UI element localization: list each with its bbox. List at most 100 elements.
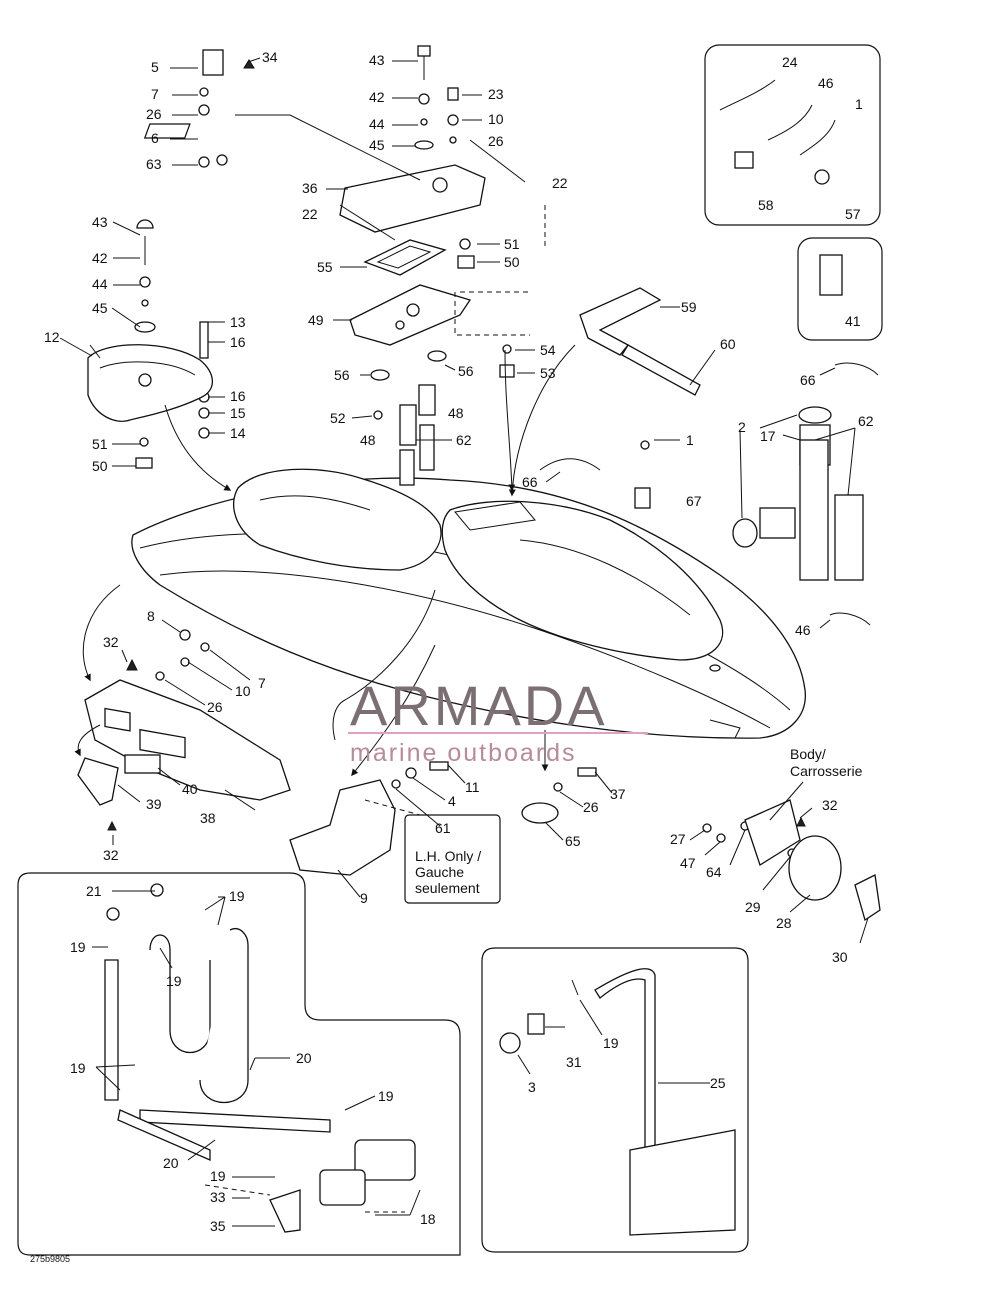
callout-35: 35 — [210, 1218, 226, 1234]
callout-47: 47 — [680, 855, 696, 871]
inset-battery-frame — [481, 947, 749, 1253]
fasteners-left-mid — [126, 629, 210, 681]
callout-9: 9 — [360, 890, 368, 906]
callout-19: 19 — [210, 1168, 226, 1184]
hardware-stack-left-mid — [134, 219, 210, 469]
callout-5: 5 — [151, 59, 159, 75]
callout-2: 2 — [738, 419, 746, 435]
callout-44: 44 — [369, 116, 385, 132]
callout-37: 37 — [610, 786, 626, 802]
callout-10: 10 — [488, 111, 504, 127]
callout-1: 1 — [855, 96, 863, 112]
callout-21: 21 — [86, 883, 102, 899]
callout-20: 20 — [163, 1155, 179, 1171]
callout-63: 63 — [146, 156, 162, 172]
callout-46: 46 — [795, 622, 811, 638]
lh-only-note-box — [404, 814, 501, 904]
fitting-parts-center — [391, 761, 597, 824]
callout-8: 8 — [147, 608, 155, 624]
callout-27: 27 — [670, 831, 686, 847]
callout-41: 41 — [845, 313, 861, 329]
callout-43: 43 — [92, 214, 108, 230]
callout-29: 29 — [745, 899, 761, 915]
support-plate-49 — [349, 284, 472, 346]
callout-64: 64 — [706, 864, 722, 880]
callout-26: 26 — [207, 699, 223, 715]
callout-48: 48 — [448, 405, 464, 421]
callout-58: 58 — [758, 197, 774, 213]
callout-40: 40 — [182, 781, 198, 797]
callout-20: 20 — [296, 1050, 312, 1066]
hardware-stack-center-top — [414, 45, 459, 150]
callout-32: 32 — [103, 634, 119, 650]
callout-1: 1 — [686, 432, 694, 448]
callout-4: 4 — [448, 793, 456, 809]
callout-15: 15 — [230, 405, 246, 421]
drawing-code: 275b9805 — [30, 1254, 70, 1264]
callout-16: 16 — [230, 334, 246, 350]
bracket-39 — [77, 757, 119, 831]
callout-23: 23 — [488, 86, 504, 102]
callout-7: 7 — [258, 675, 266, 691]
callout-42: 42 — [92, 250, 108, 266]
callout-50: 50 — [504, 254, 520, 270]
callout-19: 19 — [603, 1035, 619, 1051]
callout-7: 7 — [151, 86, 159, 102]
watermark-tagline: marine outboards — [350, 739, 577, 767]
callout-45: 45 — [369, 137, 385, 153]
callout-39: 39 — [146, 796, 162, 812]
callout-17: 17 — [760, 428, 776, 444]
body-note-line-2: Carrosserie — [790, 763, 863, 779]
callout-65: 65 — [565, 833, 581, 849]
callout-26: 26 — [583, 799, 599, 815]
callout-52: 52 — [330, 410, 346, 426]
inset-clamps-frame — [704, 44, 881, 226]
callout-18: 18 — [420, 1211, 436, 1227]
callout-31: 31 — [566, 1054, 582, 1070]
callout-44: 44 — [92, 276, 108, 292]
callout-55: 55 — [317, 259, 333, 275]
callout-57: 57 — [845, 206, 861, 222]
callout-11: 11 — [465, 779, 480, 795]
callout-10: 10 — [235, 683, 251, 699]
callout-19: 19 — [70, 939, 86, 955]
callout-46: 46 — [818, 75, 834, 91]
callout-60: 60 — [720, 336, 736, 352]
callout-61: 61 — [435, 820, 451, 836]
callout-51: 51 — [504, 236, 520, 252]
deck-plate-36 — [339, 139, 526, 241]
callout-28: 28 — [776, 915, 792, 931]
callout-49: 49 — [308, 312, 324, 328]
hull-body — [131, 468, 806, 739]
callout-34: 34 — [262, 49, 278, 65]
callout-25: 25 — [710, 1075, 726, 1091]
callout-56: 56 — [458, 363, 474, 379]
intake-parts-right — [539, 362, 879, 626]
inset-hoses-frame — [17, 872, 461, 1256]
bellows-48 — [370, 238, 515, 486]
cover-9 — [289, 779, 396, 876]
handlebar-12 — [87, 344, 214, 422]
callout-33: 33 — [210, 1189, 226, 1205]
lh-only-note-line-3: seulement — [415, 880, 480, 896]
callout-53: 53 — [540, 365, 556, 381]
callout-14: 14 — [230, 425, 246, 441]
callout-38: 38 — [200, 810, 216, 826]
hose-59-60 — [579, 287, 701, 396]
callout-51: 51 — [92, 436, 108, 452]
hardware-stack-left-top — [143, 49, 255, 168]
callout-66: 66 — [522, 474, 538, 490]
callout-56: 56 — [334, 367, 350, 383]
lh-only-note-line-2: Gauche — [415, 864, 464, 880]
callout-45: 45 — [92, 300, 108, 316]
callout-67: 67 — [686, 493, 702, 509]
callout-48: 48 — [360, 432, 376, 448]
body-note-line-1: Body/ — [790, 746, 826, 762]
callout-36: 36 — [302, 180, 318, 196]
callout-32: 32 — [822, 797, 838, 813]
gasket-55 — [363, 239, 447, 276]
leader-lines — [59, 57, 869, 1227]
callout-19: 19 — [70, 1060, 86, 1076]
callout-3: 3 — [528, 1079, 536, 1095]
